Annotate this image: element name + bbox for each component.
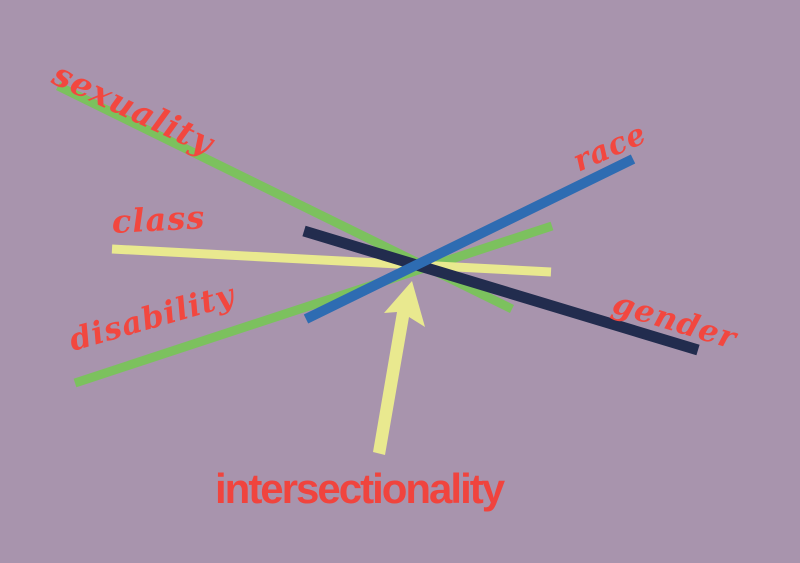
gender-line (302, 225, 700, 356)
class-line (111, 244, 552, 277)
label-class: class (110, 198, 207, 241)
caption-intersectionality: intersectionality (215, 465, 505, 512)
disability-line (73, 221, 554, 388)
race-line (303, 154, 636, 324)
arrow-up-icon (373, 281, 425, 455)
